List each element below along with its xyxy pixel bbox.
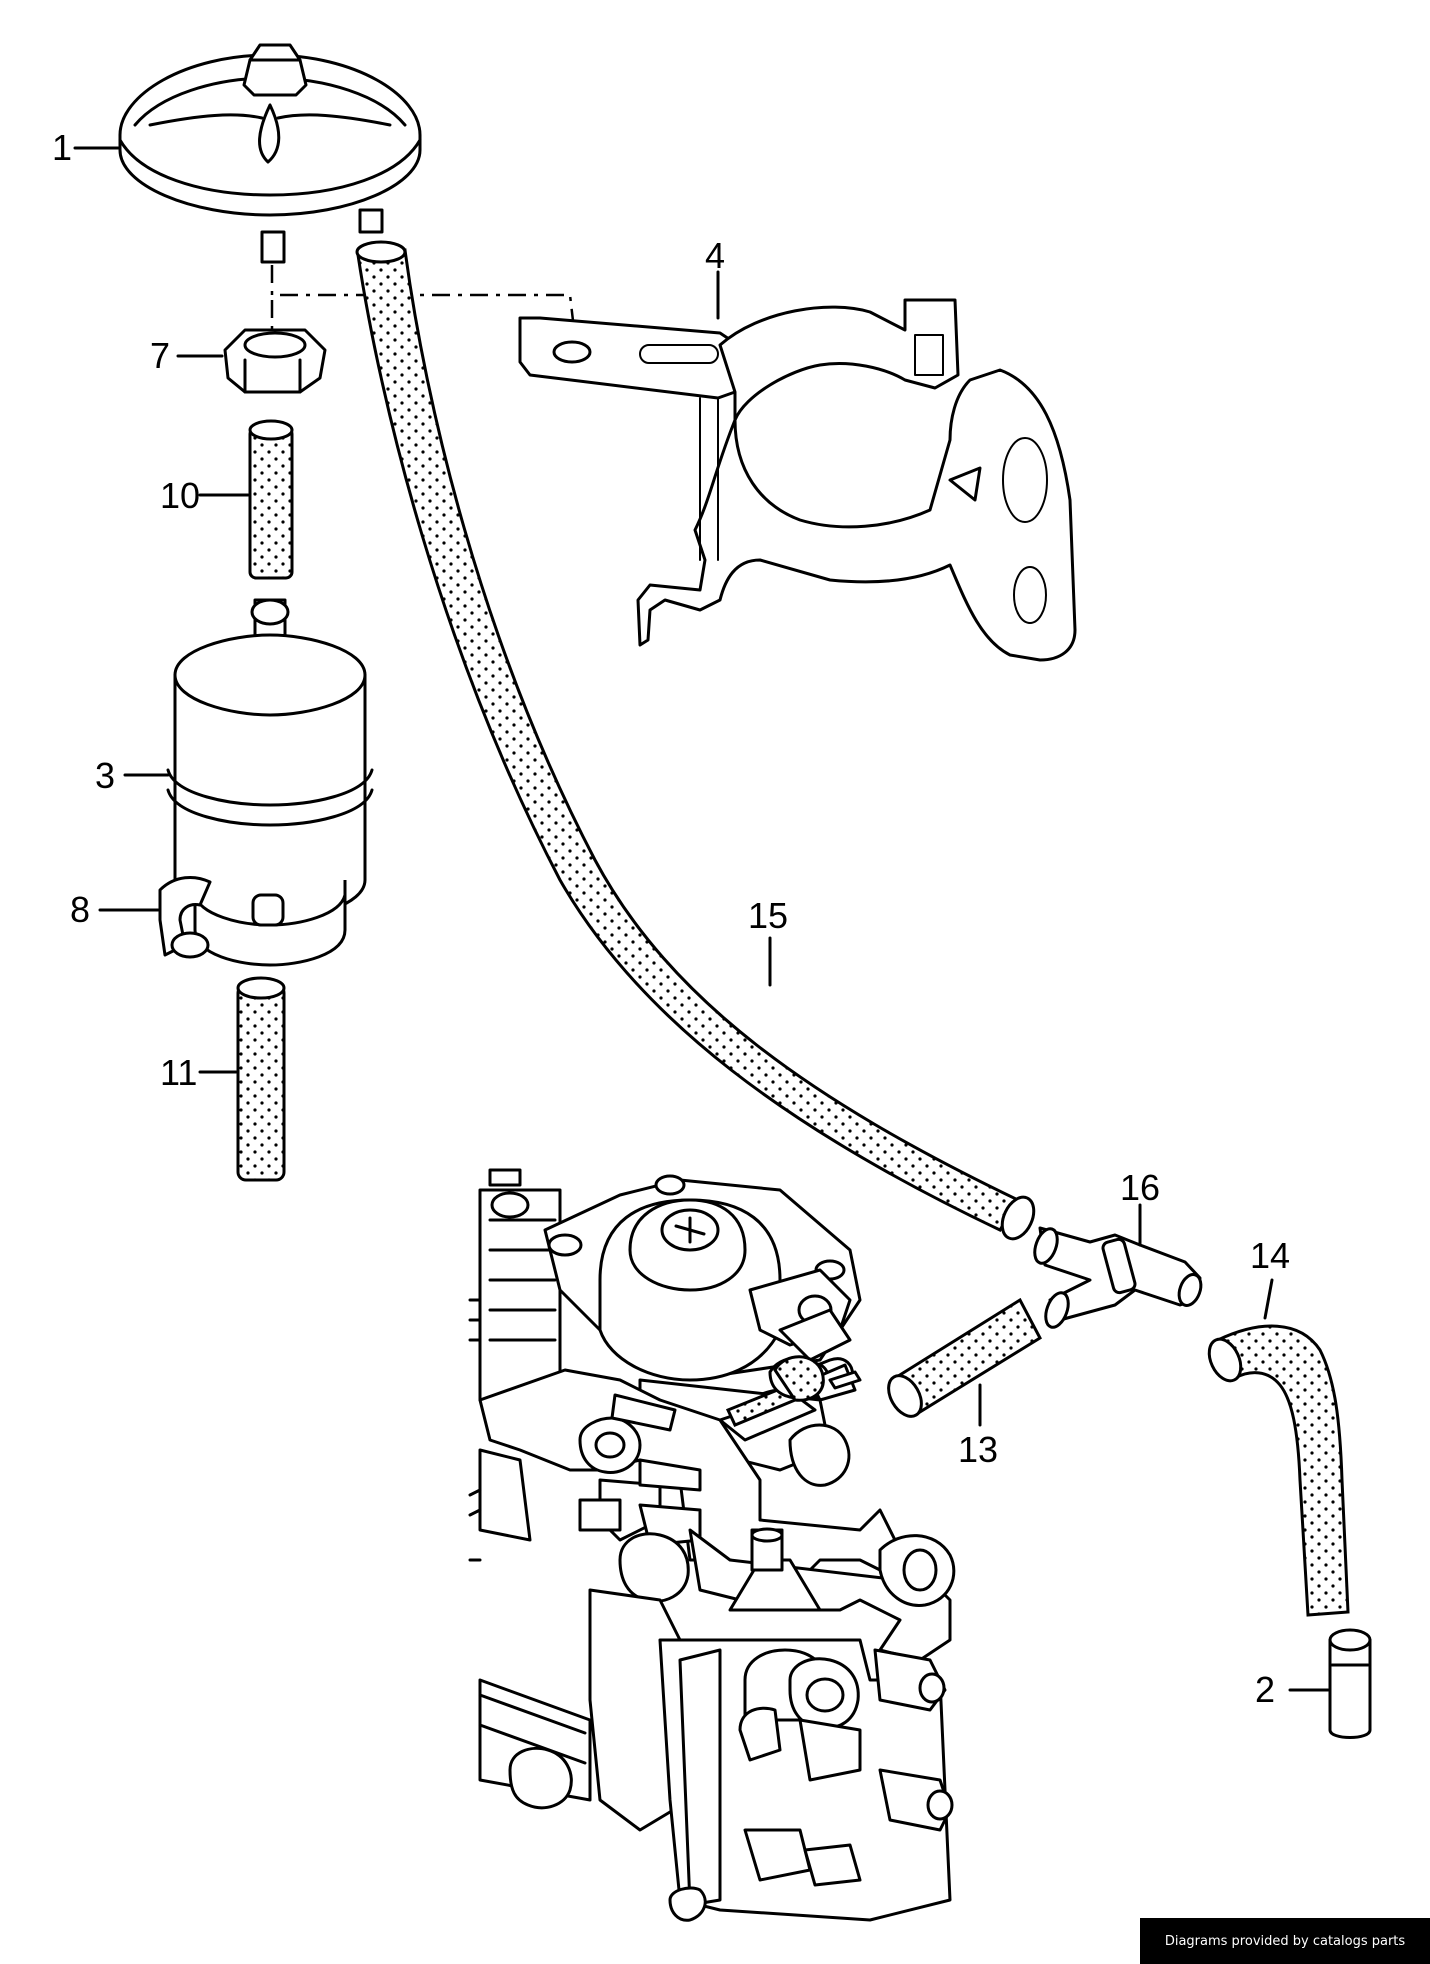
part-11-hose[interactable] <box>236 976 286 1182</box>
part-10-short-hose[interactable] <box>248 419 294 580</box>
part-7-hex-nut[interactable] <box>223 328 327 394</box>
part-15-long-hose[interactable] <box>355 240 1040 1244</box>
label-part-3: 3 <box>95 755 115 796</box>
label-part-7: 7 <box>150 335 170 376</box>
label-part-8: 8 <box>70 889 90 930</box>
label-part-16: 16 <box>1120 1167 1160 1208</box>
label-part-11: 11 <box>160 1052 197 1093</box>
part-16-t-piece[interactable] <box>1030 1226 1204 1331</box>
label-part-2: 2 <box>1255 1669 1275 1710</box>
part-1-vacuum-unit[interactable] <box>118 43 422 264</box>
part-2-connector[interactable] <box>1328 1628 1372 1739</box>
injection-pump-assembly <box>468 1168 956 1922</box>
part-14-bent-hose[interactable] <box>1203 1324 1350 1617</box>
part-3-fuel-filter[interactable] <box>166 598 374 967</box>
label-part-14: 14 <box>1250 1235 1290 1276</box>
link-line-1-4 <box>270 265 577 339</box>
label-part-4: 4 <box>705 235 725 276</box>
label-part-15: 15 <box>748 895 788 936</box>
label-part-10: 10 <box>160 475 200 516</box>
label-part-13: 13 <box>958 1429 998 1470</box>
part-4-bracket[interactable] <box>518 298 1077 662</box>
label-part-1: 1 <box>52 127 72 168</box>
part-8-elbow-hose[interactable] <box>158 876 212 959</box>
leader-lines <box>73 146 1330 1692</box>
credit-badge: Diagrams provided by catalogs parts <box>1140 1918 1430 1964</box>
part-13-short-hose[interactable] <box>882 1297 1042 1422</box>
